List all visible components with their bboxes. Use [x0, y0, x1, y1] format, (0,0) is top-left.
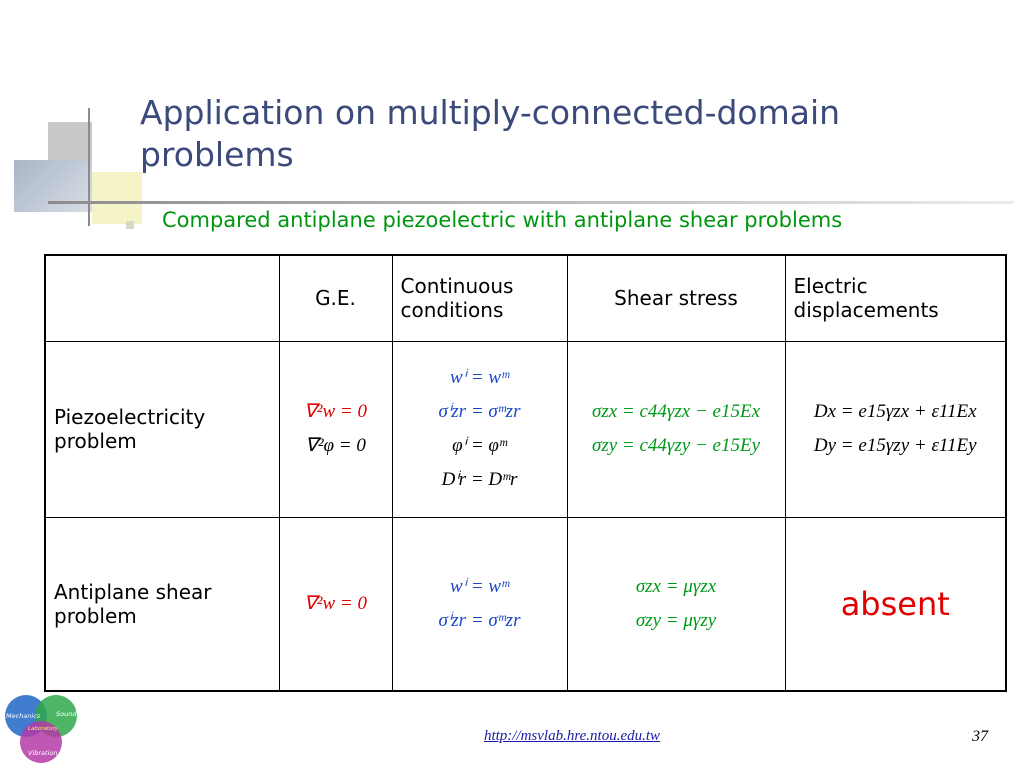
equation: Dx = e15γzx + ε11Ex — [813, 401, 977, 422]
header-cell-empty — [44, 254, 280, 342]
lab-logo: Mechanics Sound Laboratory Vibration — [5, 695, 77, 763]
header-cell-ge: G.E. — [278, 254, 393, 342]
continuity-cell: wⁱ = wᵐ σⁱzr = σᵐzr — [391, 516, 568, 692]
bullet-text: Compared antiplane piezoelectric with an… — [162, 208, 843, 232]
ge-cell: ∇²w = 0 ∇²φ = 0 — [278, 340, 393, 518]
equation: ∇²w = 0 — [304, 592, 367, 614]
decor-square — [14, 160, 92, 212]
equation: ∇²w = 0 — [304, 401, 367, 422]
electric-displacement-cell: absent — [784, 516, 1007, 692]
footer-link[interactable]: http://msvlab.hre.ntou.edu.tw — [483, 728, 661, 744]
equation: ∇²φ = 0 — [305, 435, 366, 456]
table-row: Antiplane shear problem ∇²w = 0 wⁱ = wᵐ … — [44, 516, 1007, 692]
equation: σⁱzr = σᵐzr — [438, 609, 521, 631]
header-cell-electric-displacements: Electric displacements — [784, 254, 1007, 342]
equation: wⁱ = wᵐ — [450, 367, 509, 388]
logo-text: Sound — [56, 710, 77, 718]
row-label-piezo: Piezoelectricity problem — [44, 340, 280, 518]
absent-label: absent — [840, 584, 950, 623]
logo-circle-vibration — [20, 721, 62, 763]
equation: σzx = c44γzx − e15Ex — [591, 401, 761, 422]
page-number: 37 — [972, 728, 988, 745]
decor-line — [88, 108, 90, 226]
logo-text: Vibration — [28, 749, 58, 757]
equation: σzx = μγzx — [635, 575, 717, 597]
continuity-cell: wⁱ = wᵐ σⁱzr = σᵐzr φⁱ = φᵐ Dⁱr = Dᵐr — [391, 340, 568, 518]
comparison-table: G.E. Continuous conditions Shear stress … — [44, 254, 1007, 692]
logo-text: Mechanics — [6, 712, 41, 720]
equation: φⁱ = φᵐ — [452, 435, 507, 456]
decor-square — [92, 172, 142, 224]
equation: σzy = μγzy — [635, 609, 717, 631]
equation: wⁱ = wᵐ — [450, 575, 509, 597]
bullet-icon — [126, 221, 134, 229]
shear-stress-cell: σzx = μγzx σzy = μγzy — [566, 516, 786, 692]
ge-cell: ∇²w = 0 — [278, 516, 393, 692]
logo-text: Laboratory — [28, 726, 59, 732]
table-row: Piezoelectricity problem ∇²w = 0 ∇²φ = 0… — [44, 340, 1007, 518]
shear-stress-cell: σzx = c44γzx − e15Ex σzy = c44γzy − e15E… — [566, 340, 786, 518]
equation: Dy = e15γzy + ε11Ey — [813, 435, 977, 456]
title-divider — [48, 201, 1014, 204]
table-header-row: G.E. Continuous conditions Shear stress … — [44, 254, 1007, 342]
row-label-antiplane: Antiplane shear problem — [44, 516, 280, 692]
electric-displacement-cell: Dx = e15γzx + ε11Ex Dy = e15γzy + ε11Ey — [784, 340, 1007, 518]
equation: Dⁱr = Dᵐr — [441, 469, 518, 490]
header-cell-shear-stress: Shear stress — [566, 254, 786, 342]
equation: σⁱzr = σᵐzr — [438, 401, 521, 422]
page-title: Application on multiply-connected-domain… — [140, 93, 841, 174]
equation: σzy = c44γzy − e15Ey — [591, 435, 761, 456]
header-cell-continuity: Continuous conditions — [391, 254, 568, 342]
